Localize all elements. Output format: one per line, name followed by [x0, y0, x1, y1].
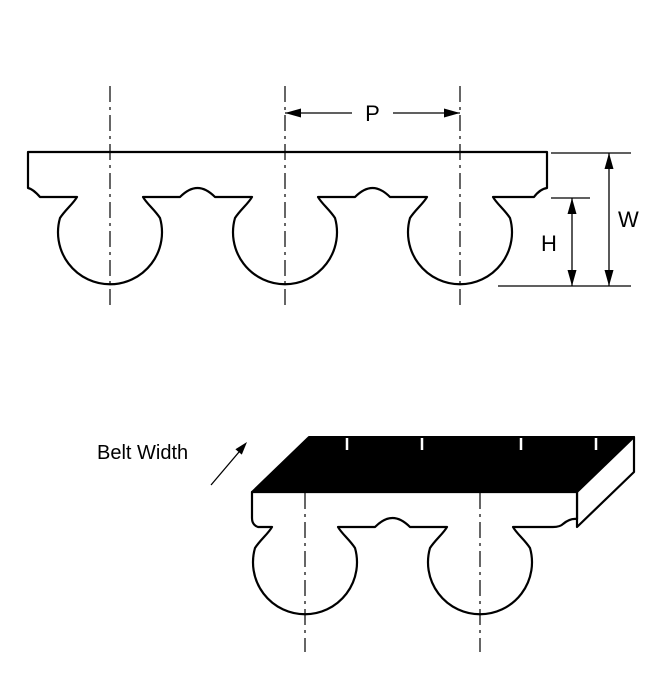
arrowhead-down-icon — [604, 270, 614, 286]
tooth-height-label: H — [541, 231, 557, 256]
belt-thickness-label: W — [618, 207, 639, 232]
arrowhead-up-icon — [604, 153, 614, 169]
belt-front-profile — [250, 490, 579, 616]
isometric-view: Belt Width — [97, 435, 636, 652]
leader-line — [210, 451, 240, 486]
arrowhead-right-icon — [444, 108, 460, 118]
belt-thickness-dimension: W — [498, 152, 639, 287]
arrowhead-left-icon — [285, 108, 301, 118]
pitch-label: P — [365, 101, 380, 126]
pitch-dimension: P — [285, 101, 460, 126]
arrowhead-up-right-icon — [235, 442, 247, 455]
belt-width-annotation: Belt Width — [97, 442, 247, 486]
belt-top-face — [251, 436, 635, 493]
profile-view: P W H — [26, 86, 639, 308]
arrowhead-down-icon — [567, 270, 577, 286]
tooth-height-dimension: H — [541, 197, 590, 286]
belt-width-label: Belt Width — [97, 442, 188, 464]
belt-profile-outline — [26, 150, 549, 286]
arrowhead-up-icon — [567, 198, 577, 214]
